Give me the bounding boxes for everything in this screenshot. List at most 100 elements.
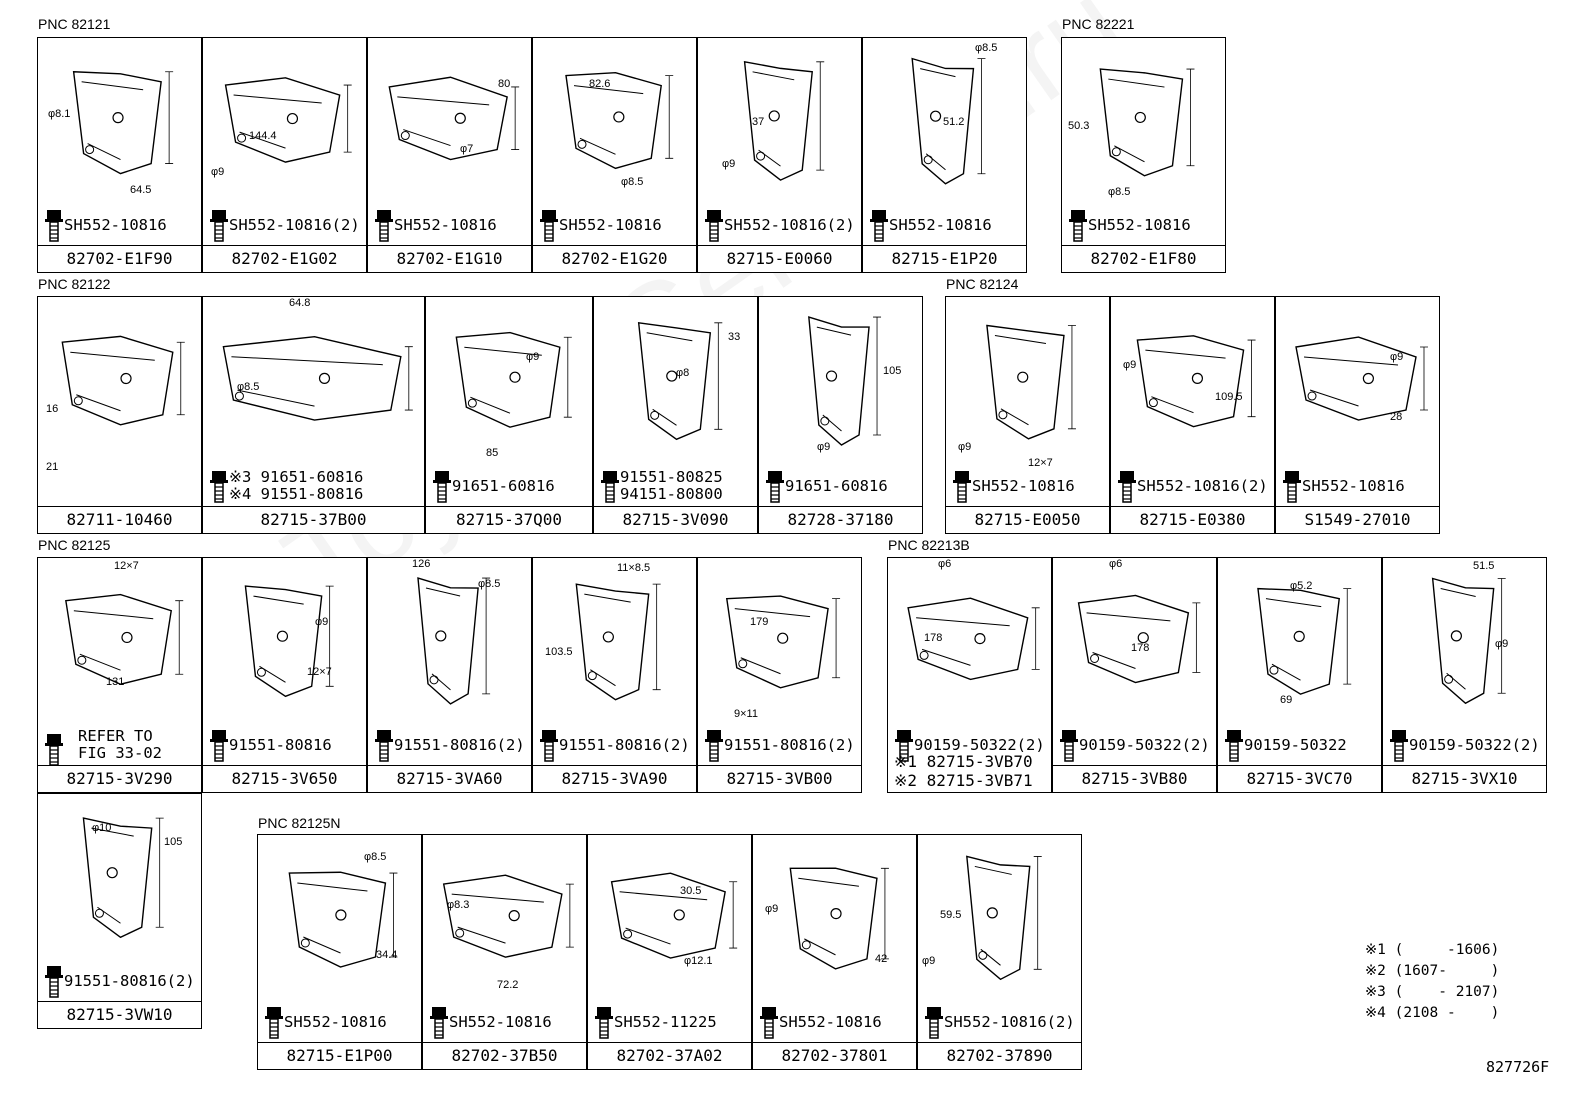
- part-cell[interactable]: 16 21 82711-10460: [37, 296, 202, 534]
- fastener-part-number: SH552-10816(2): [724, 215, 855, 234]
- bracket-drawing: [565, 71, 674, 170]
- part-number[interactable]: 82715-37B00: [203, 506, 424, 533]
- part-number[interactable]: 82715-3VW10: [38, 1001, 201, 1028]
- part-number[interactable]: 82702-37B50: [423, 1042, 586, 1069]
- dimension-label: φ8.5: [237, 381, 260, 393]
- bracket-drawing: [1136, 335, 1256, 428]
- part-number[interactable]: 82715-E1P00: [258, 1042, 421, 1069]
- part-number[interactable]: 82715-3V090: [594, 506, 757, 533]
- part-number[interactable]: 82715-3VA90: [533, 765, 696, 792]
- part-number[interactable]: 82715-3VB80: [1053, 765, 1216, 792]
- dimension-label: 21: [46, 461, 59, 473]
- part-number[interactable]: 82715-37Q00: [426, 506, 592, 533]
- part-number[interactable]: 82702-37890: [918, 1042, 1081, 1069]
- dimension-label: φ8.5: [478, 578, 501, 590]
- part-number[interactable]: 82702-E1G10: [368, 245, 531, 272]
- dimension-label: 34.4: [376, 949, 398, 961]
- fastener-callout: SH552-11225: [594, 1005, 717, 1039]
- part-number[interactable]: 82715-3VB00: [698, 765, 861, 792]
- dimension-label: φ5.2: [1290, 580, 1313, 592]
- part-number[interactable]: 82702-37801: [753, 1042, 916, 1069]
- fastener-part-number: SH552-10816: [449, 1012, 552, 1031]
- dimension-label: 69: [1280, 694, 1293, 706]
- dimension-label: φ9: [315, 616, 329, 628]
- part-number[interactable]: 82702-E1F80: [1062, 245, 1225, 272]
- fastener-callout: SH552-10816: [1282, 469, 1405, 503]
- part-number[interactable]: 82702-37A02: [588, 1042, 751, 1069]
- fastener-callout: SH552-10816: [952, 469, 1075, 503]
- part-number[interactable]: 82715-3V650: [203, 765, 366, 792]
- part-number[interactable]: 82715-3V290: [38, 765, 201, 792]
- part-number[interactable]: ※1 82715-3VB70 ※2 82715-3VB71: [894, 752, 1033, 790]
- part-number[interactable]: 82715-E1P20: [863, 245, 1026, 272]
- part-number[interactable]: 82715-E0380: [1111, 506, 1274, 533]
- fastener-callout: 91651-60816: [432, 469, 555, 503]
- dimension-label: 12×7: [1028, 457, 1053, 469]
- part-number[interactable]: 82715-3VA60: [368, 765, 531, 792]
- bracket-drawing: [61, 335, 185, 426]
- fastener-part-number: SH552-10816(2): [944, 1012, 1075, 1031]
- part-number[interactable]: 82702-E1G02: [203, 245, 366, 272]
- part-number[interactable]: 82715-E0060: [698, 245, 861, 272]
- bracket-drawing: [417, 577, 491, 705]
- part-number[interactable]: 82711-10460: [38, 506, 201, 533]
- dimension-label: 105: [883, 365, 902, 377]
- bracket-drawing: [986, 324, 1076, 440]
- bolt-icon: [210, 471, 228, 503]
- dimension-label: 16: [46, 403, 59, 415]
- dimension-label: φ10: [92, 822, 112, 834]
- part-number[interactable]: 82715-3VX10: [1383, 765, 1546, 792]
- part-number[interactable]: 82702-E1G20: [533, 245, 696, 272]
- dimension-label: 42: [875, 953, 888, 965]
- dimension-label: φ8.5: [975, 42, 998, 54]
- pnc-label: PNC 82121: [38, 16, 111, 32]
- part-number[interactable]: 82728-37180: [759, 506, 922, 533]
- fastener-part-number: SH552-10816: [972, 476, 1075, 495]
- bracket-drawing: [244, 585, 334, 698]
- bolt-icon: [601, 471, 619, 503]
- fastener-part-number: SH552-10816(2): [229, 215, 360, 234]
- date-range-notes: ※1 ( -1606)※2 (1607- )※3 ( - 2107)※4 (21…: [1365, 940, 1499, 1024]
- part-number[interactable]: 82715-3VC70: [1218, 765, 1381, 792]
- dimension-label: 131: [106, 676, 125, 688]
- dimension-label: 12×7: [307, 666, 332, 678]
- part-number[interactable]: S1549-27010: [1276, 506, 1439, 533]
- part-number[interactable]: 82715-E0050: [946, 506, 1109, 533]
- dimension-label: φ9: [958, 441, 972, 453]
- bracket-drawing: [808, 316, 882, 446]
- fastener-part-number: ※4 91551-80816: [229, 485, 364, 503]
- part-number[interactable]: 82702-E1F90: [38, 245, 201, 272]
- fastener-part-number: SH552-10816: [284, 1012, 387, 1031]
- bolt-icon: [265, 1007, 283, 1039]
- fastener-callout: SH552-10816(2): [1117, 469, 1268, 503]
